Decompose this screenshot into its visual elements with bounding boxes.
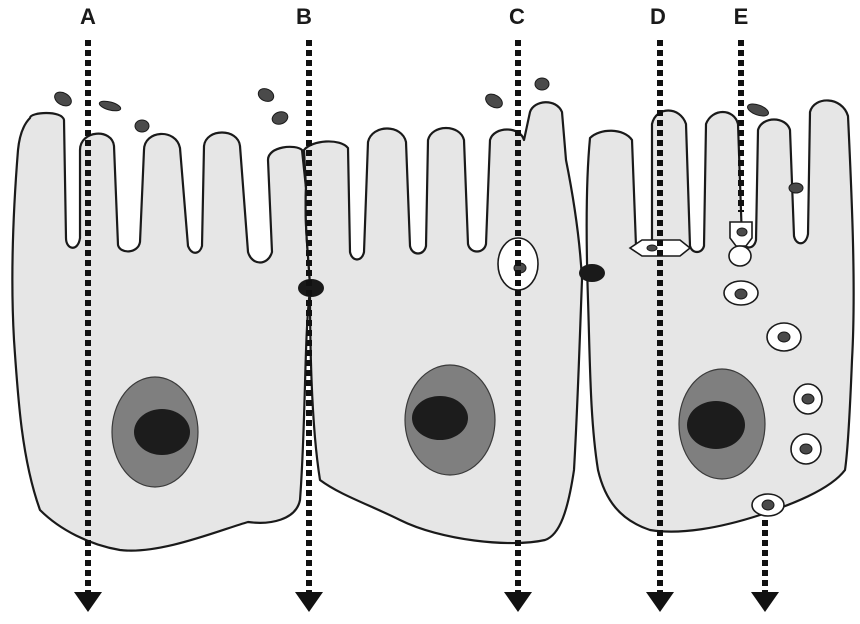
epithelial-cell-middle [304,102,582,543]
route-label-a: A [80,4,96,29]
route-label-b: B [296,4,312,29]
nucleus-right [679,369,765,479]
route-label-d: D [650,4,666,29]
arrowhead-icon [646,592,674,612]
arrowhead-icon [751,592,779,612]
nucleus-left [112,377,198,487]
route-label-c: C [509,4,525,29]
arrowhead-icon [74,592,102,612]
arrowhead-icon [504,592,532,612]
tight-junction-right [579,264,605,282]
nucleus-middle [405,365,495,475]
route-label-e: E [734,4,749,29]
arrowhead-icon [295,592,323,612]
